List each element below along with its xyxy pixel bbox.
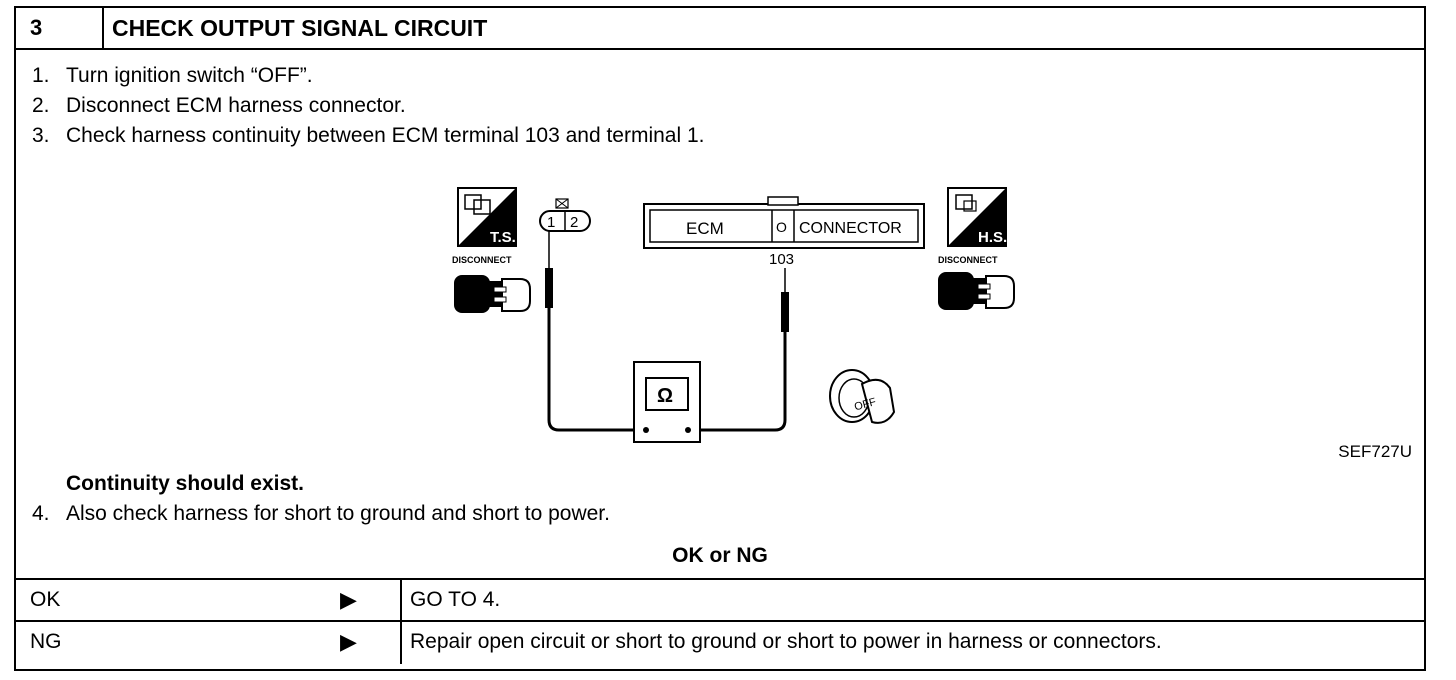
ts-label: T.S. <box>490 229 516 246</box>
result-text: Continuity should exist. <box>66 472 305 495</box>
figure-code: SEF727U <box>1338 442 1412 461</box>
instruction-3: 3. Check harness continuity between ECM t… <box>32 124 705 148</box>
connector-label: CONNECTOR <box>799 220 902 237</box>
step-header: 3 CHECK OUTPUT SIGNAL CIRCUIT <box>16 8 1424 50</box>
ohm-symbol: Ω <box>657 385 673 407</box>
disconnect-connector-left-icon <box>454 275 531 313</box>
instruction-text: Disconnect ECM harness connector. <box>66 94 406 117</box>
instruction-2: 2. Disconnect ECM harness connector. <box>32 94 406 118</box>
decision-row-ok: OK ▶ GO TO 4. <box>16 578 1424 622</box>
instruction-number: 2. <box>32 94 50 117</box>
decision-result: GO TO 4. <box>410 588 501 611</box>
instruction-text: Turn ignition switch “OFF”. <box>66 64 313 87</box>
procedure-table: 3 CHECK OUTPUT SIGNAL CIRCUIT 1. Turn ign… <box>14 6 1426 671</box>
key-off-label: OFF <box>853 396 878 413</box>
arrow-right-icon: ▶ <box>340 629 357 654</box>
ohmmeter-icon: Ω <box>633 361 701 443</box>
decision-label: OK <box>30 588 61 611</box>
instruction-text: Check harness continuity between ECM ter… <box>66 124 705 147</box>
ignition-key-icon: OFF <box>829 369 896 424</box>
circuit-diagram: T.S. DISCONNECT 1 2 ECM <box>452 187 1015 443</box>
hs-icon: H.S. <box>947 187 1007 247</box>
decision-title: OK or NG <box>672 544 768 567</box>
arrow-right-icon: ▶ <box>340 587 357 612</box>
harness-connector-icon: 1 2 <box>539 198 591 232</box>
terminal-number: 103 <box>769 251 794 268</box>
instruction-number: 3. <box>32 124 50 147</box>
disconnect-label-right: DISCONNECT <box>938 255 998 265</box>
decision-row-ng: NG ▶ Repair open circuit or short to gro… <box>16 620 1424 664</box>
instruction-1: 1. Turn ignition switch “OFF”. <box>32 64 313 88</box>
ecm-label: ECM <box>686 219 724 238</box>
hs-label: H.S. <box>978 229 1007 246</box>
terminal-marker: O <box>776 219 787 235</box>
instruction-text: Also check harness for short to ground a… <box>66 502 610 525</box>
test-leads <box>545 231 789 432</box>
instruction-number: 4. <box>32 502 50 525</box>
disconnect-label-left: DISCONNECT <box>452 255 512 265</box>
column-divider <box>400 580 402 622</box>
step-title: CHECK OUTPUT SIGNAL CIRCUIT <box>112 15 488 41</box>
step-number: 3 <box>16 8 104 48</box>
column-divider <box>400 622 402 664</box>
instruction-4: 4. Also check harness for short to ground… <box>32 502 610 526</box>
disconnect-connector-right-icon <box>938 272 1015 310</box>
decision-result: Repair open circuit or short to ground o… <box>410 630 1162 653</box>
ecm-connector: ECM O CONNECTOR 103 <box>643 196 925 268</box>
instruction-number: 1. <box>32 64 50 87</box>
ts-icon: T.S. <box>457 187 517 247</box>
decision-label: NG <box>30 630 62 653</box>
connector-pin-2: 2 <box>570 214 578 231</box>
connector-pin-1: 1 <box>547 214 555 231</box>
